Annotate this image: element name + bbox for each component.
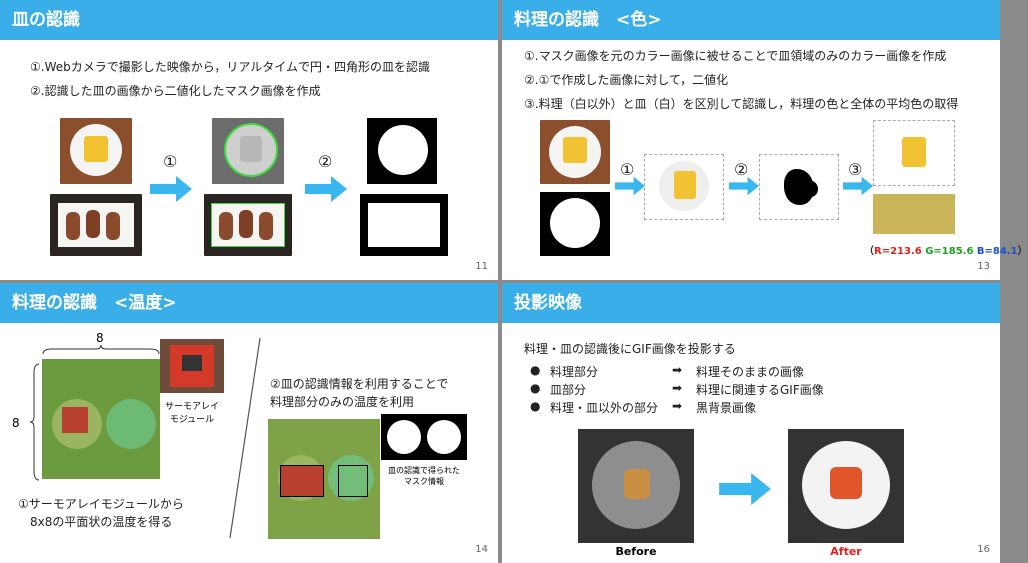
slide-projection[interactable]: 投影映像 料理・皿の認識後にGIF画像を投影する ● 料理部分 ➡ 料理そのまま… <box>502 283 1000 563</box>
mapping-target: 黒背景画像 <box>696 401 757 415</box>
arrow-right-icon <box>719 473 771 505</box>
desc-left-line1: ①サーモアレイモジュールから <box>18 497 184 511</box>
thermal-grid-masked <box>268 419 380 539</box>
round-mask-image <box>367 118 437 184</box>
paren-close: ） <box>1017 246 1028 257</box>
arrow-right-icon <box>729 176 759 196</box>
mapping-source: 料理・皿以外の部分 <box>550 401 659 415</box>
mapping-target: 料理そのままの画像 <box>696 365 805 379</box>
step1-marker: ① <box>620 160 635 179</box>
width-brace-icon <box>42 344 160 355</box>
arrow-right-icon <box>305 176 347 202</box>
height-brace-icon <box>29 363 40 481</box>
mapping-source: 料理部分 <box>550 365 599 379</box>
mask-caption-line1: 皿の認識で得られた <box>388 466 460 475</box>
page-number: 16 <box>977 544 990 555</box>
arrow-icon: ➡ <box>672 381 683 395</box>
page-number: 14 <box>475 544 488 555</box>
step1-text: ①.Webカメラで撮影した映像から，リアルタイムで円・四角形の皿を認識 <box>30 60 431 74</box>
thermal-module-photo <box>160 339 224 393</box>
rgb-r-value: R=213.6 <box>874 246 922 257</box>
slide-title: 皿の認識 <box>0 0 498 40</box>
step1-text: ①.マスク画像を元のカラー画像に被せることで皿領域のみのカラー画像を作成 <box>524 49 947 63</box>
page-number: 11 <box>475 261 488 272</box>
binarized-image <box>759 154 839 220</box>
arrow-right-icon <box>843 176 873 196</box>
thermal-grid <box>42 359 160 479</box>
desc-left-line2: 8x8の平面状の温度を得る <box>30 515 173 529</box>
square-plate-photo <box>50 194 142 256</box>
slide-title: 料理の認識 <色> <box>502 0 1000 40</box>
slide-title: 投影映像 <box>502 283 1000 323</box>
module-caption-line2: モジュール <box>169 415 215 425</box>
arrow-right-icon <box>615 176 645 196</box>
rgb-g-value: G=185.6 <box>925 246 974 257</box>
slide-plate-recognition[interactable]: 皿の認識 ①.Webカメラで撮影した映像から，リアルタイムで円・四角形の皿を認識… <box>0 0 498 280</box>
step2-text: ②.認識した皿の画像から二値化したマスク画像を作成 <box>30 84 321 98</box>
page-number: 13 <box>977 261 990 272</box>
average-color-swatch <box>873 194 955 234</box>
bullet-icon: ● <box>530 399 541 413</box>
step2-text: ②.①で作成した画像に対して，二値化 <box>524 73 729 87</box>
arrow-right-icon <box>150 176 192 202</box>
square-mask-image <box>360 194 448 256</box>
slide-color-recognition[interactable]: 料理の認識 <色> ①.マスク画像を元のカラー画像に被せることで皿領域のみのカラ… <box>502 0 1028 280</box>
mapping-source: 皿部分 <box>550 383 587 397</box>
round-plate-photo <box>60 118 132 184</box>
rgb-b-value: B=84.1 <box>976 246 1018 257</box>
step2-marker: ② <box>734 160 749 179</box>
grid-width-label: 8 <box>96 331 104 345</box>
mask-image <box>540 192 610 256</box>
food-only-image <box>873 120 955 186</box>
before-photo <box>578 429 694 543</box>
mask-caption: 皿の認識で得られた マスク情報 <box>381 465 467 487</box>
after-label: After <box>830 545 862 558</box>
color-source-photo <box>540 120 610 184</box>
bullet-icon: ● <box>530 381 541 395</box>
step2-marker: ② <box>318 152 333 171</box>
mask-caption-line2: マスク情報 <box>404 477 444 486</box>
module-caption-line1: サーモアレイ <box>165 402 220 412</box>
grid-height-label: 8 <box>12 416 20 430</box>
before-label: Before <box>615 545 657 558</box>
step1-marker: ① <box>163 152 178 171</box>
step3-text: ③.料理（白以外）と皿（白）を区別して認識し，料理の色と全体の平均色の取得 <box>524 97 959 111</box>
mask-info-image <box>381 414 467 460</box>
arrow-icon: ➡ <box>672 363 683 377</box>
module-caption: サーモアレイ モジュール <box>165 399 219 425</box>
mapping-target: 料理に関連するGIF画像 <box>696 383 824 397</box>
step3-marker: ③ <box>848 160 863 179</box>
arrow-icon: ➡ <box>672 399 683 413</box>
after-photo <box>788 429 904 543</box>
intro-text: 料理・皿の認識後にGIF画像を投影する <box>524 342 736 356</box>
rgb-readout: （R=213.6 G=185.6 B=84.1） <box>864 242 1028 257</box>
divider-line <box>229 337 261 539</box>
paren-open: （ <box>864 246 874 257</box>
masked-color-image <box>644 154 724 220</box>
detected-round-plate <box>212 118 284 184</box>
desc-right-line2: 料理部分のみの温度を利用 <box>270 395 415 409</box>
detected-square-plate <box>204 194 292 256</box>
slide-temperature-recognition[interactable]: 料理の認識 <温度> 8 8 サーモアレイ モジュール ②皿の認識情報を利用する… <box>0 283 498 563</box>
bullet-icon: ● <box>530 363 541 377</box>
desc-right-line1: ②皿の認識情報を利用することで <box>270 377 449 391</box>
slide-title: 料理の認識 <温度> <box>0 283 498 323</box>
